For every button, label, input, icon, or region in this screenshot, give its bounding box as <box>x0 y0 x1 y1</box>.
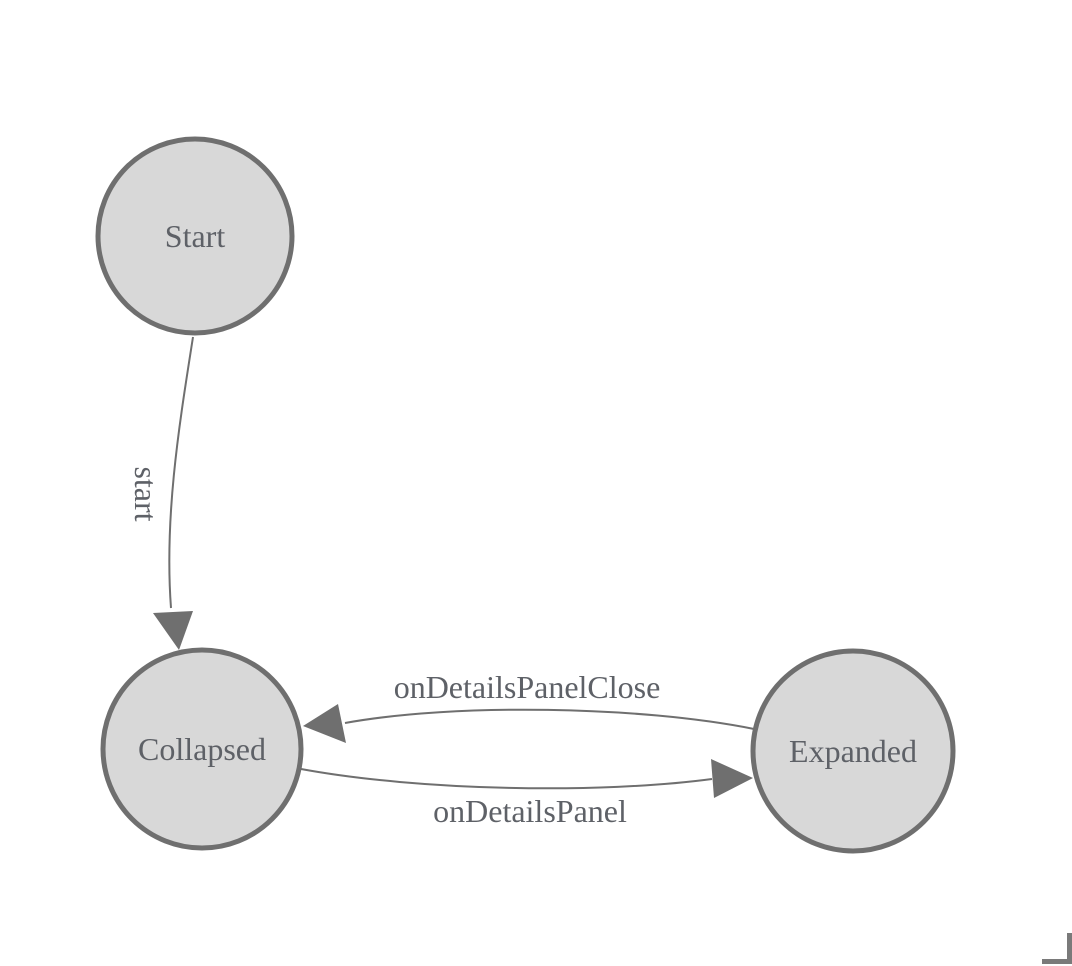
canvas-corner-mark <box>1042 933 1072 964</box>
edge-expanded-to-collapsed-path <box>344 708 755 730</box>
edge-expanded-to-collapsed: onDetailsPanelClose <box>303 669 755 743</box>
node-expanded[interactable]: Expanded <box>750 648 956 854</box>
edge-start-to-collapsed: start <box>128 336 194 650</box>
node-expanded-label: Expanded <box>789 733 917 769</box>
edge-label-start: start <box>128 466 164 521</box>
node-start[interactable]: Start <box>95 136 295 336</box>
node-expanded-circle[interactable] <box>750 648 956 854</box>
edge-label-ondetailspanelclose: onDetailsPanelClose <box>394 669 661 705</box>
arrowhead-into-collapsed-top <box>153 611 193 650</box>
corner-mark-vertical-bar <box>1067 933 1072 964</box>
corner-mark-horizontal-bar <box>1042 959 1072 964</box>
node-start-circle[interactable] <box>95 136 295 336</box>
arrowhead-into-expanded-left <box>711 759 753 798</box>
edge-collapsed-to-expanded: onDetailsPanel <box>300 759 753 829</box>
edge-start-to-collapsed-path <box>168 336 194 609</box>
node-start-label: Start <box>165 218 226 254</box>
arrowhead-into-collapsed-right <box>303 704 346 743</box>
node-collapsed-circle[interactable] <box>100 647 304 851</box>
edge-collapsed-to-expanded-path <box>300 768 713 790</box>
node-collapsed-label: Collapsed <box>138 731 266 767</box>
node-collapsed[interactable]: Collapsed <box>100 647 304 851</box>
edge-label-ondetailspanel: onDetailsPanel <box>433 793 627 829</box>
